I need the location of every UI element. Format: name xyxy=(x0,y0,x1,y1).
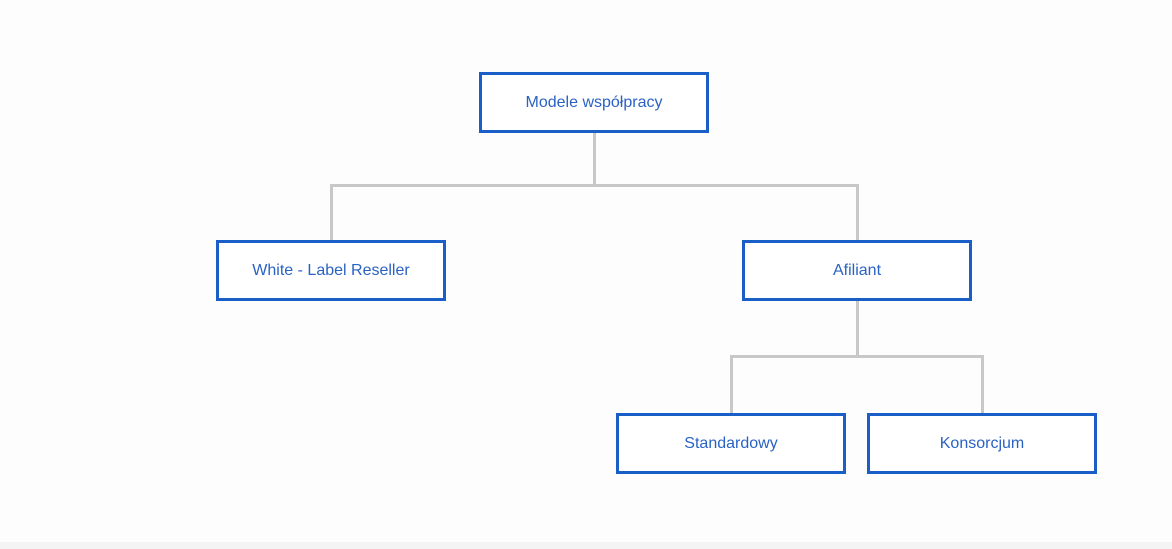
connector-afiliant-down xyxy=(856,301,859,358)
node-white-label-reseller: White - Label Reseller xyxy=(216,240,446,301)
connector-level2-horizontal xyxy=(730,355,984,358)
connector-root-down xyxy=(593,133,596,187)
node-standardowy: Standardowy xyxy=(616,413,846,474)
footer-band xyxy=(0,542,1172,549)
node-afiliant: Afiliant xyxy=(742,240,972,301)
connector-level1-horizontal xyxy=(330,184,859,187)
connector-to-white-label xyxy=(330,184,333,240)
node-konsorcjum: Konsorcjum xyxy=(867,413,1097,474)
connector-to-konsorcjum xyxy=(981,355,984,413)
connector-to-afiliant xyxy=(856,184,859,240)
node-modele-wspolpracy: Modele współpracy xyxy=(479,72,709,133)
connector-to-standardowy xyxy=(730,355,733,413)
